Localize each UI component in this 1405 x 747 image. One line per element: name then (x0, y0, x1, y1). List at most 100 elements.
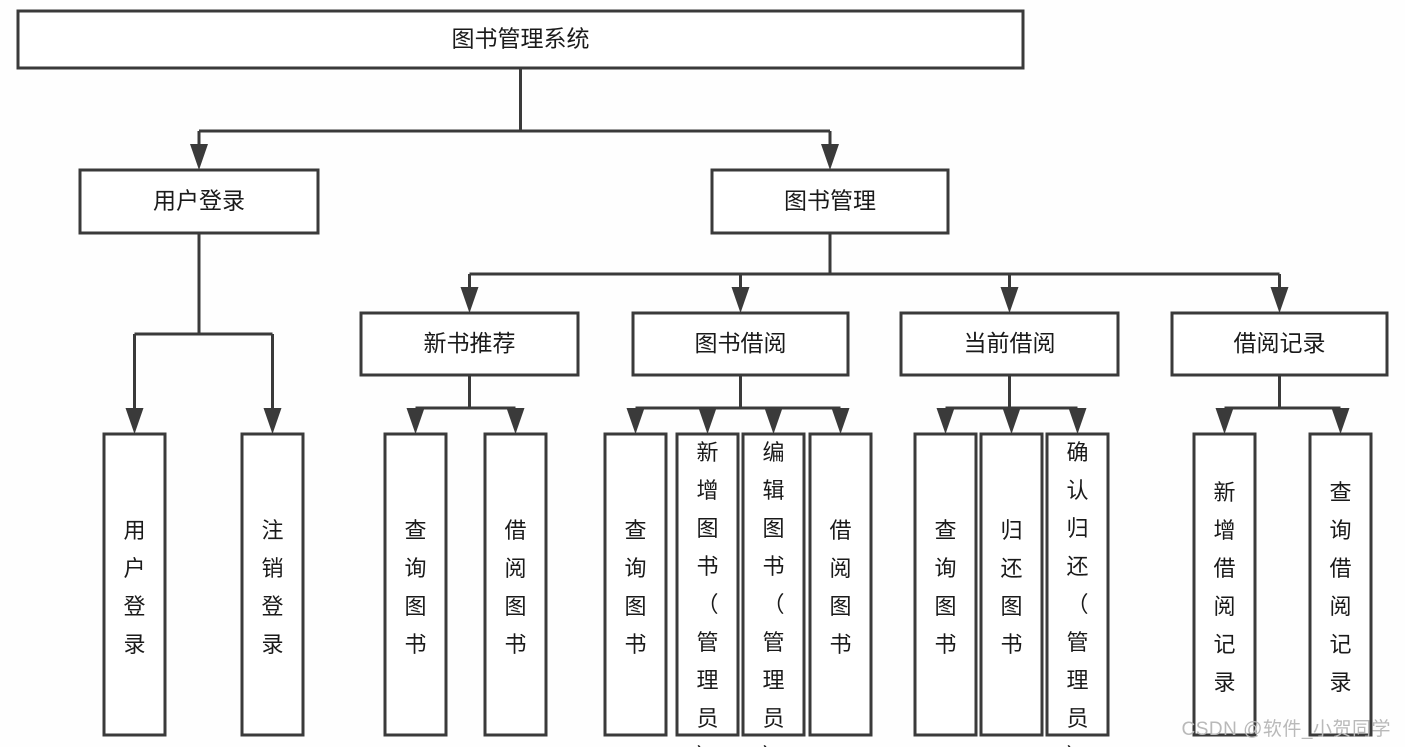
node-box-leaf-query-book-cb (913, 432, 978, 737)
arrow-head-icon (1270, 287, 1289, 313)
node-label-leaf-borrow-book-rec: 书 (504, 632, 526, 657)
node-user-login[interactable]: 用户登录 (78, 168, 320, 235)
node-box-leaf-edit-book-br (741, 432, 806, 737)
arrow-head-icon (731, 287, 750, 313)
node-label-leaf-user-logout: 登 (261, 594, 283, 619)
node-label-leaf-edit-book-br: ） (762, 744, 784, 747)
node-label-leaf-borrow-book-rec: 借 (504, 518, 526, 543)
arrow-head-icon (190, 144, 208, 170)
node-label-leaf-add-record-rc: 增 (1213, 518, 1235, 543)
arrow-head-icon (1002, 408, 1021, 434)
node-label-leaf-edit-book-br: 图 (762, 516, 784, 541)
node-label-leaf-query-record-rc: 记 (1329, 632, 1351, 657)
node-label-leaf-edit-book-br: 员 (762, 706, 784, 731)
node-book-borrow[interactable]: 图书借阅 (631, 311, 850, 377)
node-label-leaf-user-logout: 注 (261, 518, 283, 543)
node-label-leaf-query-book-rec: 询 (404, 556, 426, 581)
node-label-user-login: 用户登录 (153, 188, 245, 214)
node-label-leaf-add-book-br: ） (696, 744, 718, 747)
node-label-leaf-add-book-br: 新 (696, 440, 718, 465)
node-label-leaf-query-book-rec: 查 (404, 518, 426, 543)
node-box-new-book-recommend (359, 311, 580, 377)
node-label-leaf-borrow-book-rec: 图 (504, 594, 526, 619)
node-label-leaf-return-book-cb: 还 (1000, 556, 1022, 581)
node-box-leaf-confirm-return-cb (1045, 432, 1110, 737)
node-label-leaf-add-record-rc: 阅 (1213, 594, 1235, 619)
node-label-leaf-user-login: 户 (123, 556, 145, 581)
node-label-new-book-recommend: 新书推荐 (424, 330, 516, 356)
node-box-leaf-query-record-rc (1308, 432, 1373, 737)
node-box-leaf-borrow-book-rec (483, 432, 548, 737)
node-layer: 图书管理系统用户登录图书管理新书推荐图书借阅当前借阅借阅记录用户登录注销登录查询… (16, 9, 1389, 747)
node-label-leaf-return-book-cb: 书 (1000, 632, 1022, 657)
node-box-leaf-user-login (102, 432, 167, 737)
node-label-leaf-user-logout: 录 (261, 632, 283, 657)
node-label-leaf-query-record-rc: 查 (1329, 480, 1351, 505)
node-label-leaf-borrow-book-br: 书 (829, 632, 851, 657)
node-label-leaf-user-logout: 销 (261, 556, 283, 581)
node-box-leaf-query-book-rec (383, 432, 448, 737)
node-leaf-user-login[interactable]: 用户登录 (102, 432, 167, 737)
node-label-leaf-add-book-br: （ (696, 592, 718, 617)
node-label-leaf-query-book-br: 查 (624, 518, 646, 543)
node-label-leaf-confirm-return-cb: 认 (1066, 478, 1088, 503)
node-box-leaf-add-record-rc (1192, 432, 1257, 737)
node-label-leaf-confirm-return-cb: 归 (1066, 516, 1088, 541)
node-label-leaf-user-login: 登 (123, 594, 145, 619)
node-box-borrow-record (1170, 311, 1389, 377)
arrow-head-icon (831, 408, 850, 434)
node-label-leaf-add-book-br: 管 (696, 630, 718, 655)
node-label-leaf-query-book-cb: 查 (934, 518, 956, 543)
node-root[interactable]: 图书管理系统 (16, 9, 1025, 70)
node-box-leaf-return-book-cb (979, 432, 1044, 737)
node-label-leaf-query-book-rec: 书 (404, 632, 426, 657)
node-current-borrow[interactable]: 当前借阅 (899, 311, 1120, 377)
node-label-book-manage: 图书管理 (784, 188, 876, 214)
node-label-leaf-add-book-br: 书 (696, 554, 718, 579)
node-label-leaf-borrow-book-br: 阅 (829, 556, 851, 581)
node-label-leaf-borrow-book-br: 图 (829, 594, 851, 619)
node-label-leaf-confirm-return-cb: 还 (1066, 554, 1088, 579)
arrow-head-icon (460, 287, 479, 313)
node-label-leaf-return-book-cb: 归 (1000, 518, 1022, 543)
node-label-leaf-add-record-rc: 录 (1213, 670, 1235, 695)
arrow-head-icon (764, 408, 783, 434)
node-label-leaf-query-book-cb: 图 (934, 594, 956, 619)
node-label-root: 图书管理系统 (452, 26, 590, 52)
node-label-book-borrow: 图书借阅 (695, 330, 787, 356)
arrow-head-icon (1215, 408, 1234, 434)
node-label-leaf-return-book-cb: 图 (1000, 594, 1022, 619)
arrow-head-icon (1068, 408, 1087, 434)
node-label-leaf-borrow-book-rec: 阅 (504, 556, 526, 581)
node-label-leaf-edit-book-br: 书 (762, 554, 784, 579)
node-new-book-recommend[interactable]: 新书推荐 (359, 311, 580, 377)
node-label-leaf-confirm-return-cb: （ (1066, 592, 1088, 617)
node-label-leaf-query-book-br: 询 (624, 556, 646, 581)
node-label-leaf-query-record-rc: 借 (1329, 556, 1351, 581)
node-box-book-manage (710, 168, 950, 235)
arrow-head-icon (821, 144, 839, 170)
node-label-leaf-query-record-rc: 阅 (1329, 594, 1351, 619)
node-label-leaf-user-login: 用 (123, 518, 145, 543)
node-book-manage[interactable]: 图书管理 (710, 168, 950, 235)
node-label-leaf-query-book-cb: 书 (934, 632, 956, 657)
arrow-head-icon (506, 408, 525, 434)
node-label-leaf-edit-book-br: 编 (762, 440, 784, 465)
node-label-leaf-edit-book-br: 辑 (762, 478, 784, 503)
node-borrow-record[interactable]: 借阅记录 (1170, 311, 1389, 377)
node-label-leaf-user-login: 录 (123, 632, 145, 657)
node-label-leaf-query-record-rc: 录 (1329, 670, 1351, 695)
